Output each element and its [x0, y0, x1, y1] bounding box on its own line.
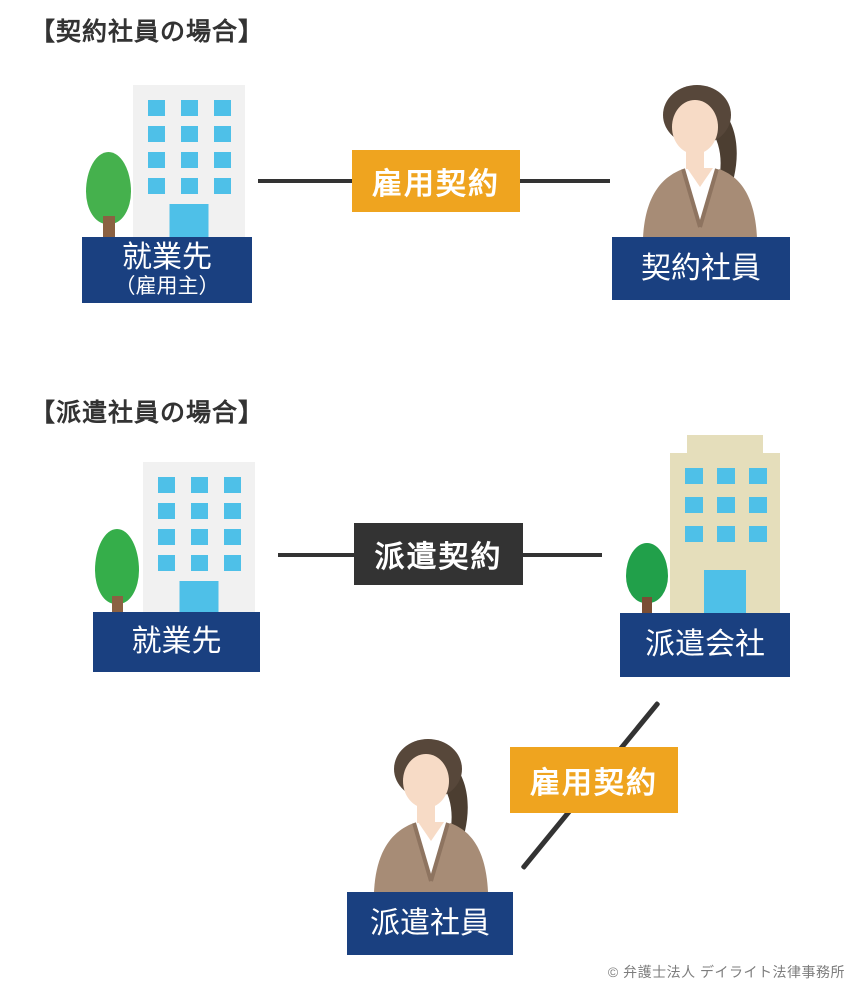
- dispatch-contract-box: 派遣契約: [354, 523, 523, 585]
- person-shirt: [681, 169, 719, 227]
- window: [749, 468, 767, 484]
- building-door: [704, 570, 746, 613]
- window: [148, 178, 165, 194]
- employment-contract-box: 雇用契約: [352, 150, 520, 212]
- person-icon-dispatched-employee: [374, 739, 488, 892]
- employment-contract-box: 雇用契約: [510, 747, 678, 813]
- window: [749, 526, 767, 542]
- window: [158, 555, 175, 571]
- building-icon-agency: [670, 453, 780, 613]
- label-dispatch-agency-text: 派遣会社: [645, 628, 765, 662]
- tree-crown: [626, 543, 668, 603]
- window: [148, 100, 165, 116]
- person-lapel-left: [681, 168, 702, 228]
- person-chest: [687, 168, 713, 187]
- window: [224, 529, 241, 545]
- person-neck: [686, 145, 704, 171]
- label-workplace: 就業先: [93, 612, 260, 672]
- person-lapel-right: [698, 168, 719, 228]
- label-dispatched-employee: 派遣社員: [347, 892, 513, 955]
- window: [214, 152, 231, 168]
- building-door: [179, 581, 219, 614]
- tree-crown: [95, 529, 139, 604]
- window: [685, 468, 703, 484]
- window: [191, 555, 208, 571]
- person-face: [672, 100, 718, 154]
- label-contract-employee: 契約社員: [612, 237, 790, 300]
- person-chest: [418, 822, 444, 841]
- label-workplace-text: 就業先: [122, 241, 212, 275]
- window: [214, 126, 231, 142]
- window: [224, 555, 241, 571]
- building-rooftop: [687, 435, 763, 455]
- tree-trunk: [112, 596, 123, 614]
- window: [214, 178, 231, 194]
- window: [191, 529, 208, 545]
- window: [191, 477, 208, 493]
- building-icon-workplace: [143, 462, 255, 614]
- person-face: [403, 754, 449, 808]
- tree-trunk: [103, 216, 115, 237]
- window: [717, 468, 735, 484]
- window: [158, 503, 175, 519]
- copyright-notice: © 弁護士法人 デイライト法律事務所: [607, 964, 845, 980]
- window: [181, 178, 198, 194]
- person-lapel-left: [412, 822, 433, 882]
- label-workplace-employer: 就業先 （雇用主）: [82, 237, 252, 303]
- window: [224, 477, 241, 493]
- person-icon-contract-employee: [643, 85, 757, 238]
- building-icon-workplace-employer: [133, 85, 245, 237]
- window: [181, 152, 198, 168]
- tree-trunk: [642, 597, 652, 614]
- window: [148, 152, 165, 168]
- window: [224, 503, 241, 519]
- person-shirt: [412, 823, 450, 881]
- label-workplace-text: 就業先: [131, 625, 222, 659]
- building-windows: [685, 468, 767, 542]
- label-dispatch-agency: 派遣会社: [620, 613, 790, 677]
- window: [158, 477, 175, 493]
- window: [749, 497, 767, 513]
- window: [148, 126, 165, 142]
- window: [685, 497, 703, 513]
- window: [214, 100, 231, 116]
- label-contract-employee-text: 契約社員: [641, 251, 761, 285]
- window: [158, 529, 175, 545]
- window: [181, 126, 198, 142]
- building-windows: [158, 477, 241, 571]
- window: [685, 526, 703, 542]
- label-employer-text: （雇用主）: [114, 275, 220, 299]
- person-lapel-right: [429, 822, 450, 882]
- window: [181, 100, 198, 116]
- building-door: [169, 204, 209, 237]
- window: [717, 526, 735, 542]
- section-title-dispatch: 【派遣社員の場合】: [30, 399, 265, 427]
- window: [191, 503, 208, 519]
- window: [717, 497, 735, 513]
- person-neck: [417, 799, 435, 825]
- building-windows: [148, 100, 231, 194]
- label-dispatched-employee-text: 派遣社員: [370, 906, 490, 940]
- tree-crown: [86, 152, 131, 224]
- section-title-contract: 【契約社員の場合】: [30, 18, 265, 46]
